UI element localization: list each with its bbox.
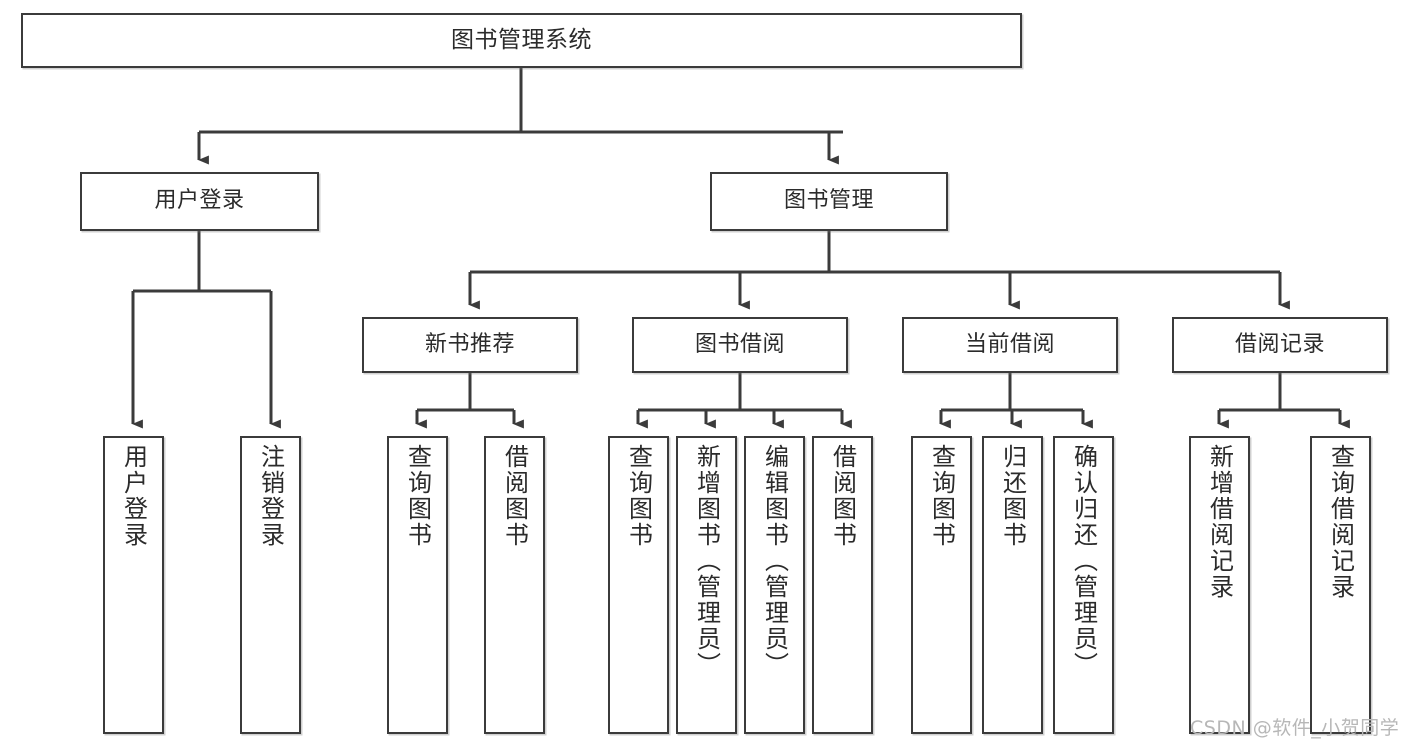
- node-current-borrow-label: 当前借阅: [964, 331, 1055, 357]
- leaf-user-login[interactable]: 用户登录: [103, 436, 164, 734]
- leaf-return-book-label: 归还图书: [998, 444, 1027, 548]
- leaf-logout-label: 注销登录: [256, 444, 285, 548]
- node-book-management[interactable]: 图书管理: [710, 172, 948, 231]
- leaf-edit-book-admin-label: 编辑图书（管理员）: [760, 444, 789, 678]
- leaf-borrow-books-recommend-label: 借阅图书: [500, 444, 529, 548]
- leaf-borrow-book[interactable]: 借阅图书: [812, 436, 873, 734]
- node-new-book-recommend[interactable]: 新书推荐: [362, 317, 578, 373]
- node-borrow-records[interactable]: 借阅记录: [1172, 317, 1388, 373]
- leaf-query-books-recommend[interactable]: 查询图书: [387, 436, 448, 734]
- leaf-query-borrow-record[interactable]: 查询借阅记录: [1310, 436, 1371, 734]
- leaf-borrow-book-label: 借阅图书: [828, 444, 857, 548]
- node-book-borrow[interactable]: 图书借阅: [632, 317, 848, 373]
- leaf-add-book-admin-label: 新增图书（管理员）: [692, 444, 721, 678]
- leaf-borrow-books-recommend[interactable]: 借阅图书: [484, 436, 545, 734]
- leaf-query-books-recommend-label: 查询图书: [403, 444, 432, 548]
- leaf-return-book[interactable]: 归还图书: [982, 436, 1043, 734]
- node-borrow-records-label: 借阅记录: [1234, 331, 1325, 357]
- leaf-confirm-return-admin[interactable]: 确认归还（管理员）: [1053, 436, 1114, 734]
- node-new-book-recommend-label: 新书推荐: [424, 331, 515, 357]
- leaf-query-books-current[interactable]: 查询图书: [911, 436, 972, 734]
- node-root[interactable]: 图书管理系统: [21, 13, 1022, 68]
- node-user-login-label: 用户登录: [154, 188, 245, 214]
- node-book-management-label: 图书管理: [783, 188, 874, 214]
- node-book-borrow-label: 图书借阅: [694, 331, 785, 357]
- leaf-query-books-current-label: 查询图书: [927, 444, 956, 548]
- leaf-add-borrow-record[interactable]: 新增借阅记录: [1189, 436, 1250, 734]
- leaf-query-borrow-record-label: 查询借阅记录: [1326, 444, 1355, 600]
- leaf-query-books-borrow-label: 查询图书: [624, 444, 653, 548]
- leaf-edit-book-admin[interactable]: 编辑图书（管理员）: [744, 436, 805, 734]
- node-root-label: 图书管理系统: [451, 26, 592, 53]
- leaf-query-books-borrow[interactable]: 查询图书: [608, 436, 669, 734]
- leaf-add-borrow-record-label: 新增借阅记录: [1205, 444, 1234, 600]
- leaf-confirm-return-admin-label: 确认归还（管理员）: [1069, 444, 1098, 678]
- leaf-add-book-admin[interactable]: 新增图书（管理员）: [676, 436, 737, 734]
- leaf-logout[interactable]: 注销登录: [240, 436, 301, 734]
- node-current-borrow[interactable]: 当前借阅: [902, 317, 1118, 373]
- node-user-login[interactable]: 用户登录: [80, 172, 319, 231]
- leaf-user-login-label: 用户登录: [119, 444, 148, 548]
